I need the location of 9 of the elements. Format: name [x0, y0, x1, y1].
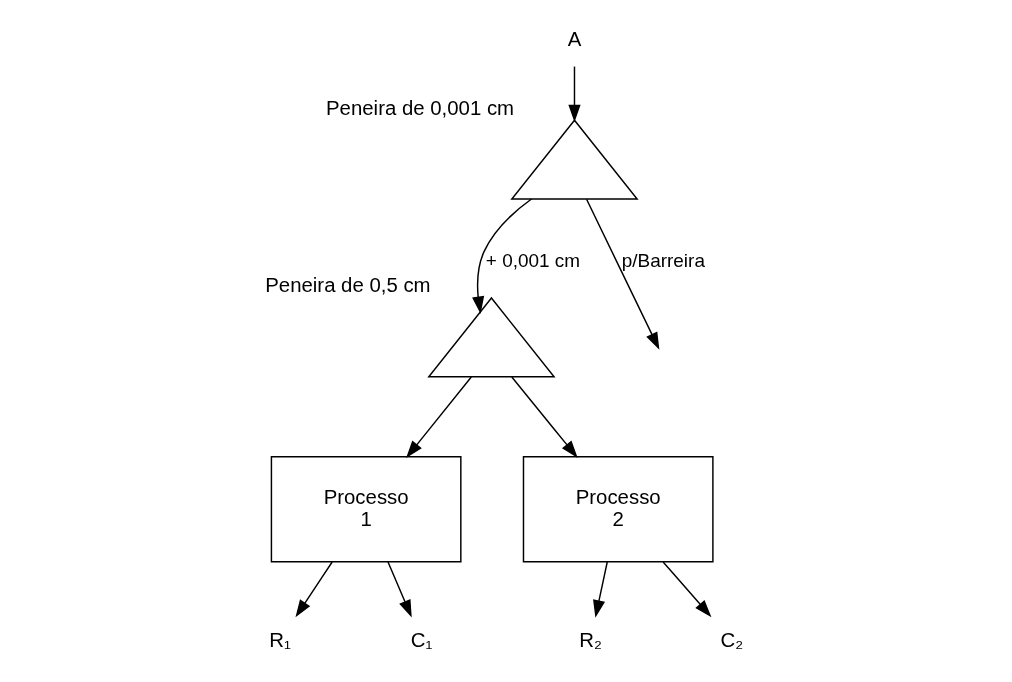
node-text: C₁	[410, 629, 433, 652]
node-label: Peneira de 0,5 cm	[265, 274, 431, 297]
edge-label: + 0,001 cm	[485, 249, 581, 271]
edge-label: p/Barreira	[621, 249, 705, 271]
node-label: Peneira de 0,001 cm	[326, 96, 515, 119]
node-text: R₂	[579, 629, 602, 652]
node-text: R₁	[269, 629, 291, 652]
node-text: A	[567, 27, 582, 50]
node-text: C₂	[720, 629, 744, 652]
